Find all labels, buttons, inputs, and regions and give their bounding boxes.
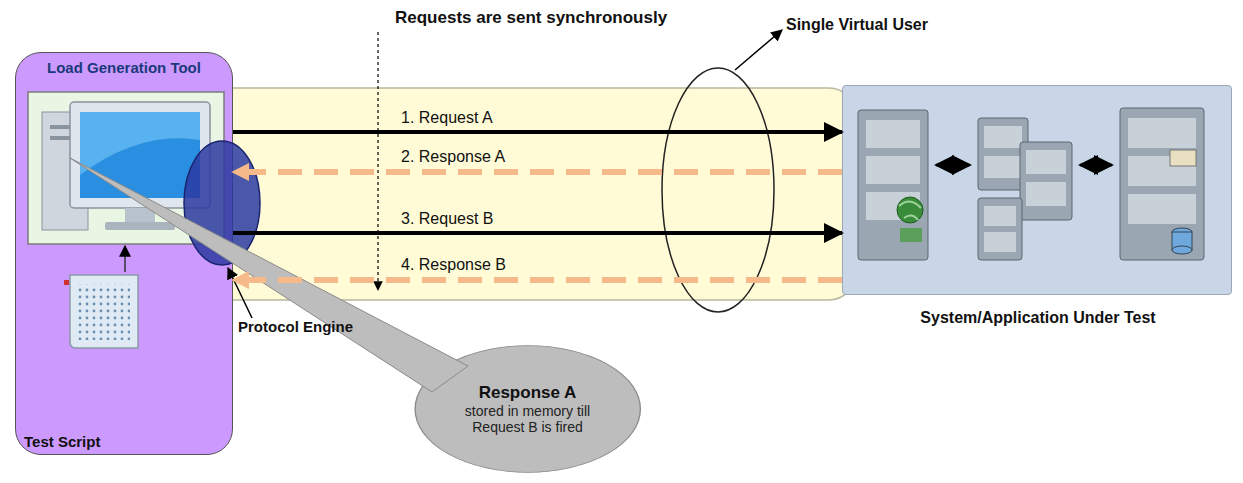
- message-arrow: [233, 130, 842, 134]
- virtual-user-ellipse: [662, 68, 774, 312]
- edge-layer: [233, 132, 842, 280]
- message-label: 4. Response B: [398, 256, 509, 274]
- part-label: Test Script: [24, 433, 100, 450]
- message-arrow: [233, 277, 842, 283]
- leader-line: [735, 30, 782, 70]
- virtual-user-band: [190, 88, 855, 300]
- leader-line: [228, 268, 252, 318]
- sync-arrow: [377, 32, 378, 290]
- note-text: Requests are sent synchronously: [395, 8, 667, 28]
- message-label: 1. Request A: [398, 109, 496, 127]
- message-label: 2. Response A: [398, 148, 508, 166]
- part-label: Protocol Engine: [238, 318, 353, 335]
- node-heading: Response A: [479, 383, 577, 403]
- group-label: Single Virtual User: [786, 16, 928, 34]
- message-arrow: [233, 169, 842, 175]
- message-arrow: [233, 231, 842, 235]
- node-heading: Load Generation Tool: [44, 59, 204, 77]
- server-icons: [858, 108, 1204, 260]
- message-label: 3. Request B: [398, 210, 497, 228]
- test-script-icon: [64, 246, 138, 348]
- callout-pointer: [70, 158, 468, 392]
- node-body: stored in memory till Request B is fired: [453, 403, 603, 435]
- node-heading: System/Application Under Test: [888, 308, 1188, 329]
